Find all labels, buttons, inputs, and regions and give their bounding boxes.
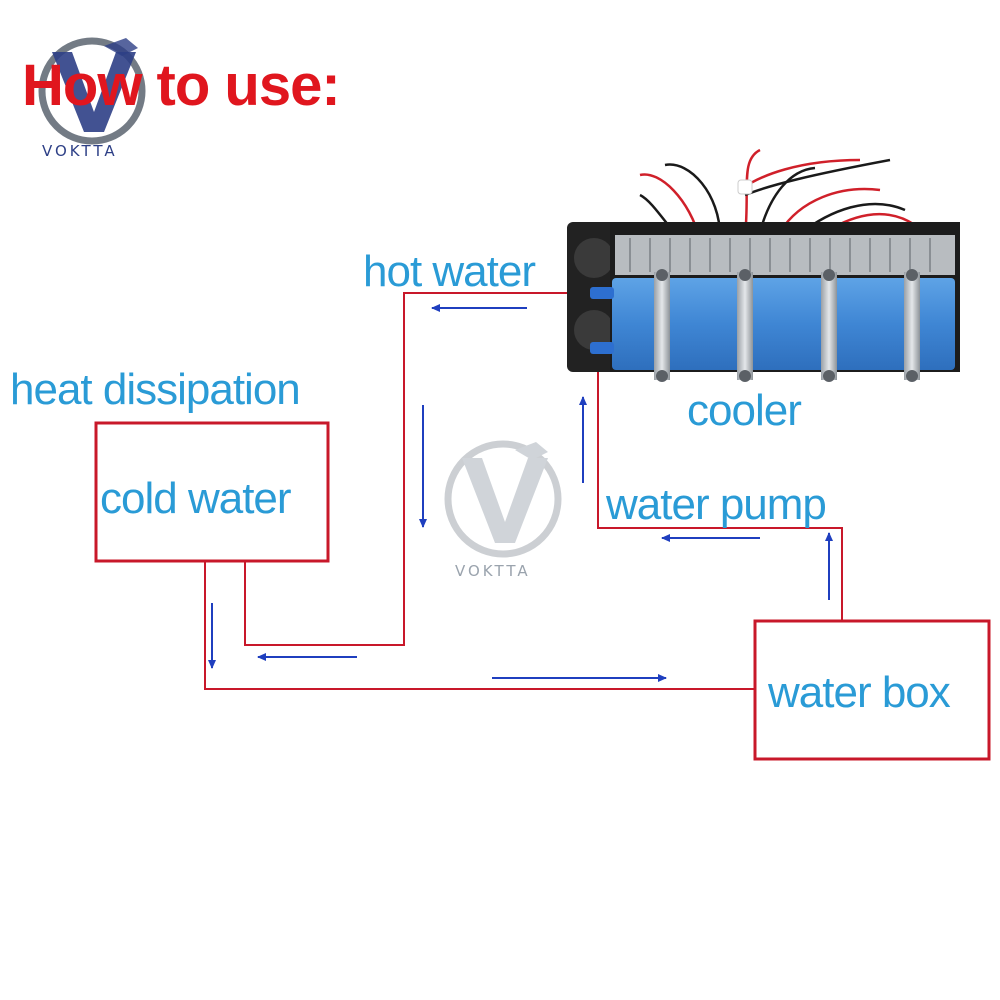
- heat-dissipation-label: heat dissipation: [10, 365, 301, 414]
- hot-water-line: [244, 292, 598, 646]
- hot-water-label: hot water: [363, 247, 536, 296]
- cold-water-box: [94, 421, 330, 563]
- watermark-v-mark: [444, 440, 562, 558]
- water-box-label: water box: [768, 668, 951, 717]
- pump-line: [597, 350, 843, 621]
- watermark-brand-text: VOKTTA: [455, 562, 531, 580]
- return-line: [204, 561, 755, 690]
- logo-v-mark: [38, 37, 146, 145]
- logo-brand-text: VOKTTA: [42, 142, 118, 160]
- cooler-device: [567, 148, 960, 382]
- page-title: How to use:: [22, 53, 341, 118]
- cooler-label: cooler: [687, 386, 802, 435]
- cold-water-label: cold water: [100, 474, 292, 523]
- water-pump-label: water pump: [606, 480, 827, 529]
